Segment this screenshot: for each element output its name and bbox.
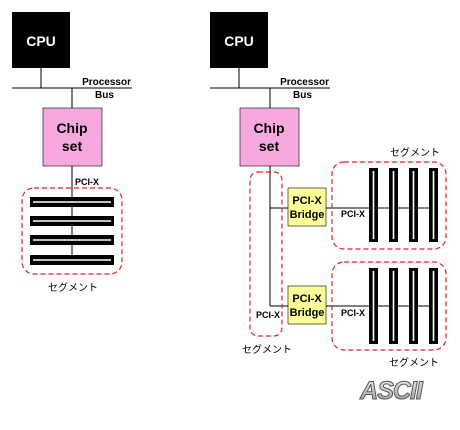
lower-segment-outline (331, 261, 447, 351)
left-set-label: set (62, 138, 83, 154)
right-chipset-segment-label: セグメント (242, 343, 292, 356)
left-segment-label: セグメント (48, 281, 98, 294)
left-cpu-label: CPU (26, 33, 56, 49)
lower-slot-group (369, 268, 438, 344)
bridge-1-line2: Bridge (290, 209, 325, 221)
left-bus-label: Bus (95, 90, 114, 101)
right-chip-label: Chip (253, 120, 284, 136)
upper-segment-outline (331, 161, 447, 250)
bridge-2-box (287, 285, 327, 325)
left-chipset-box (42, 107, 103, 167)
bridge-2-pcix-label: PCI-X (341, 308, 365, 318)
right-cpu-box (210, 12, 268, 68)
bridge-2-line1: PCI-X (292, 293, 322, 305)
right-chipset-box (239, 107, 300, 167)
right-chipset-segment-outline (249, 171, 283, 337)
left-processor-label: Processor (82, 77, 131, 88)
bridge-2-line2: Bridge (290, 307, 325, 319)
left-chip-label: Chip (56, 120, 87, 136)
left-pcix-label: PCI-X (75, 177, 99, 187)
left-cpu-box (12, 12, 70, 68)
lower-segment-label: セグメント (389, 356, 439, 369)
bridge-1-pcix-label: PCI-X (341, 209, 365, 219)
bridge-1-box (287, 187, 327, 227)
bridge-1-line1: PCI-X (292, 195, 322, 207)
left-slot-group (30, 197, 114, 265)
right-diagram: CPU Processor Bus Chip set PCI-X セグメント P… (210, 12, 447, 369)
right-set-label: set (259, 138, 280, 154)
upper-segment-label: セグメント (390, 146, 440, 159)
right-chipset-pcix-label: PCI-X (256, 310, 280, 320)
left-diagram: CPU Processor Bus Chip set PCI-X セグメント (12, 12, 132, 294)
right-processor-label: Processor (280, 77, 329, 88)
ascii-watermark-logo: ASCII (359, 377, 424, 405)
right-cpu-label: CPU (224, 33, 254, 49)
right-bus-label: Bus (293, 90, 312, 101)
upper-slot-group (369, 168, 438, 242)
